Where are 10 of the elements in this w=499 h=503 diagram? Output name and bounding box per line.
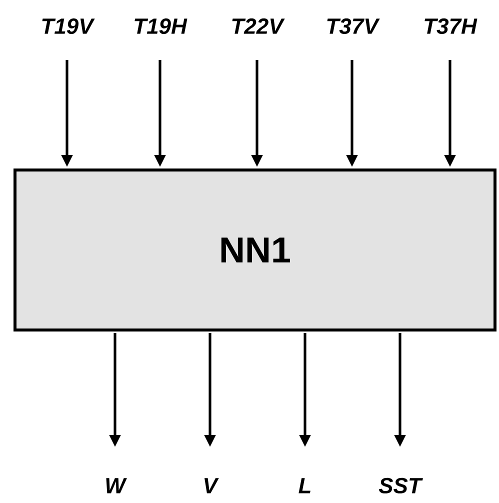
network-box: NN1	[14, 168, 496, 332]
variable-label: T19H	[134, 18, 188, 34]
variable-label: L	[298, 478, 310, 494]
variable-label: SST	[378, 478, 423, 494]
variable-label: W	[106, 478, 127, 494]
variable-label: T37V	[327, 18, 380, 34]
variable-label: V	[204, 478, 219, 494]
variable-label: T37H	[424, 18, 478, 34]
variable-label: T22V	[232, 18, 285, 34]
variable-label: T19V	[42, 18, 95, 34]
